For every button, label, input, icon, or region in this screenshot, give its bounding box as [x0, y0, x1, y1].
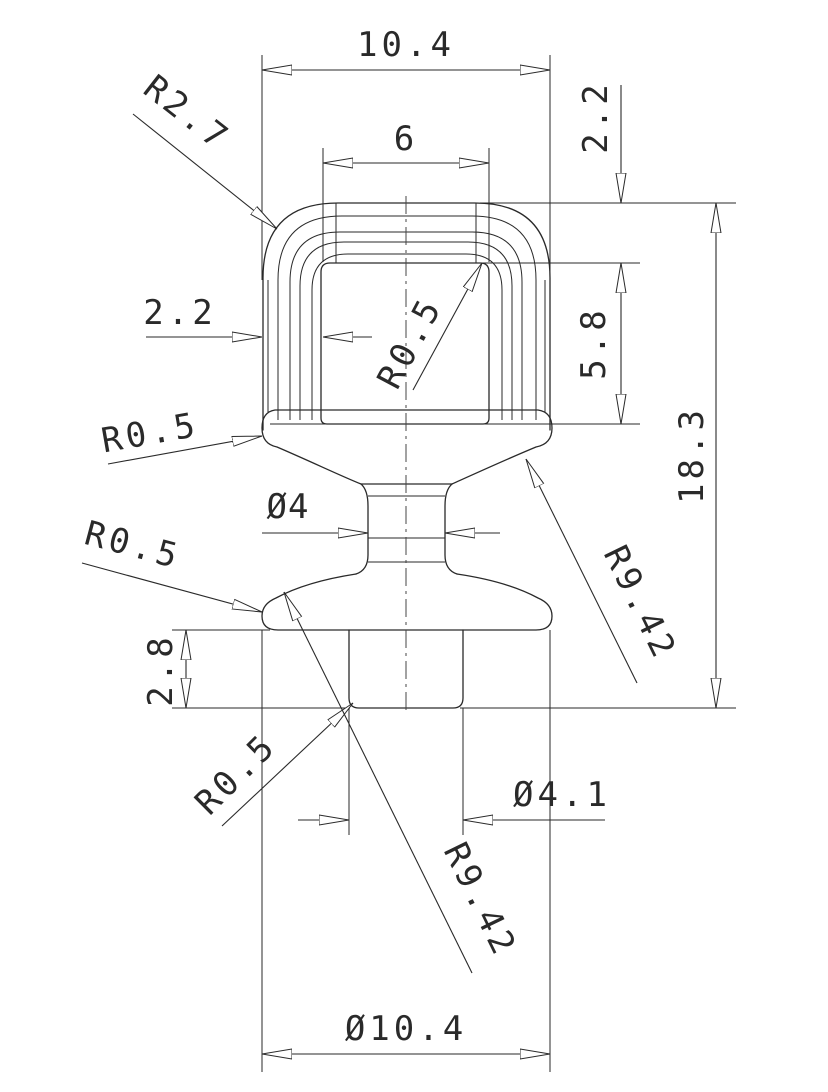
dim-line-outer-radius [132, 113, 277, 229]
dimension-labels: 10.4 6 2.2 2.2 R2.7 R0.5 5.8 18.3 R0.5 Ø… [80, 25, 712, 1049]
loop-side-lines [267, 203, 546, 412]
dim-pin-diameter: Ø4.1 [513, 775, 611, 815]
dim-line-top-edge-radius [107, 435, 262, 465]
dim-line-inner-radius [412, 263, 483, 391]
loop-wall-line-1 [277, 215, 537, 420]
dim-outer-radius: R2.7 [136, 67, 238, 159]
dim-flange-edge-radius: R0.5 [80, 513, 185, 577]
loop-wall-line-4 [311, 253, 503, 420]
dim-line-lower-curve-radius [283, 592, 473, 974]
dim-left-wall: 2.2 [143, 293, 216, 333]
dim-loop-inner-width: 6 [394, 119, 418, 159]
dim-line-pin-edge-radius [221, 703, 353, 827]
dim-line-upper-curve-radius [525, 459, 638, 684]
dim-neck-diameter: Ø4 [267, 487, 310, 527]
dim-top-wall: 2.2 [576, 80, 616, 153]
dim-base-diameter: Ø10.4 [345, 1009, 467, 1049]
dim-loop-inner-height: 5.8 [574, 306, 614, 379]
dim-pin-edge-radius: R0.5 [187, 725, 285, 823]
lower-flange [261, 573, 553, 631]
dim-top-width: 10.4 [357, 25, 455, 65]
part-outline [261, 196, 553, 712]
upper-flange [261, 409, 553, 485]
dim-upper-curve-radius: R9.42 [595, 539, 685, 667]
dim-pin-length: 2.8 [141, 633, 181, 706]
dim-line-flange-edge-radius [81, 562, 262, 613]
extension-lines [172, 55, 736, 1072]
dim-lower-curve-radius: R9.42 [435, 836, 525, 964]
dim-top-edge-radius: R0.5 [98, 405, 201, 461]
dimension-lines [81, 70, 716, 1054]
dim-overall-height: 18.3 [672, 406, 712, 504]
